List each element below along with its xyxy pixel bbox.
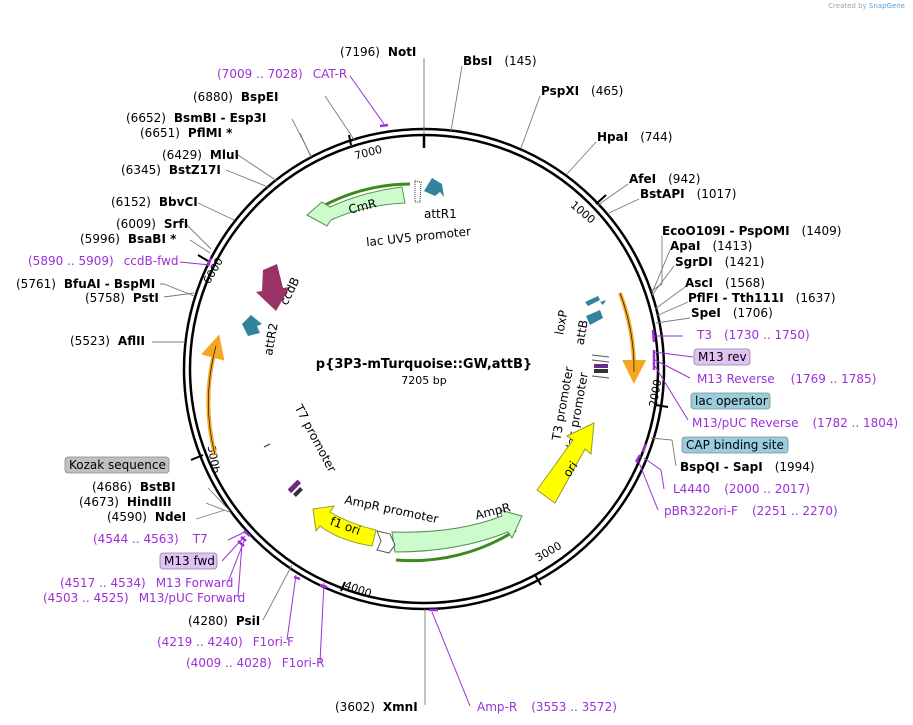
- enzyme-hindIII[interactable]: (4673)HindIII: [79, 495, 172, 509]
- enzyme-psiI[interactable]: (4280)PsiI: [188, 614, 260, 628]
- loxP-attB-feature[interactable]: loxP attB: [552, 296, 606, 346]
- tick-5000: 500b: [205, 445, 223, 475]
- attR1-label: attR1: [424, 207, 457, 221]
- primer-m13Reverse[interactable]: M13 Reverse(1769 .. 1785): [697, 372, 876, 386]
- enzyme-bspEI[interactable]: (6880)BspEI: [193, 90, 278, 104]
- enzyme-bstBI[interactable]: (4686)BstBI: [92, 480, 176, 494]
- enzyme-bbsI[interactable]: BbsI(145): [463, 54, 537, 68]
- enzyme-bstAPI[interactable]: BstAPI(1017): [640, 187, 736, 201]
- tick-2000: 2000: [647, 378, 665, 408]
- lacUV5-label: lac UV5 promoter: [365, 224, 471, 249]
- primer-m13Forward[interactable]: (4517 .. 4534)M13 Forward: [60, 576, 233, 590]
- enzyme-xmnI[interactable]: (3602)XmnI: [335, 700, 418, 714]
- primer-m13pucRev[interactable]: M13/pUC Reverse(1782 .. 1804): [692, 416, 898, 430]
- primer-labels: (7009 .. 7028)CAT-R (5890 .. 5909)ccdB-f…: [28, 67, 898, 714]
- cap-binding-site-label: CAP binding site: [686, 438, 784, 452]
- orange-feature-right-core: [619, 292, 635, 373]
- ccdB-feature[interactable]: ccdB: [256, 264, 302, 311]
- enzyme-afeI[interactable]: AfeI(942): [629, 172, 700, 186]
- snapgene-credit: Created by SnapGene: [828, 2, 905, 10]
- primer-f1oriF[interactable]: (4219 .. 4240)F1ori-F: [157, 635, 294, 649]
- enzyme-aflII[interactable]: (5523)AflII: [70, 334, 145, 348]
- enzyme-speI[interactable]: SpeI(1706): [691, 306, 773, 320]
- feature-lac-operator[interactable]: lac operator: [690, 392, 771, 410]
- enzyme-notI[interactable]: (7196)NotI: [340, 45, 416, 59]
- enzyme-mluI[interactable]: (6429)MluI: [162, 148, 239, 162]
- primer-m13fwd[interactable]: M13 fwd: [159, 552, 218, 570]
- leader-lines: [152, 58, 691, 705]
- primer-ccdBfwd[interactable]: (5890 .. 5909)ccdB-fwd: [28, 254, 179, 268]
- feature-kozak[interactable]: Kozak sequence: [64, 456, 170, 474]
- enzyme-pspXI[interactable]: PspXI(465): [541, 84, 623, 98]
- attR2-label: attR2: [261, 322, 280, 357]
- enzyme-sgrDI[interactable]: SgrDI(1421): [675, 255, 764, 269]
- cmR-feature[interactable]: CmR: [306, 182, 411, 227]
- attR2-feature[interactable]: attR2: [242, 315, 281, 357]
- enzyme-pflMI[interactable]: (6651)PflMI *: [140, 126, 233, 140]
- attB-label: attB: [573, 319, 591, 346]
- kozak-label: Kozak sequence: [69, 458, 166, 472]
- cmR-label: CmR: [347, 196, 378, 216]
- enzyme-pflFI[interactable]: PflFI - Tth111I(1637): [688, 291, 836, 305]
- enzyme-bspQI[interactable]: BspQI - SapI(1994): [680, 460, 815, 474]
- enzyme-bfuAI[interactable]: (5761)BfuAI - BspMI: [16, 277, 155, 291]
- loxP-label: loxP: [552, 309, 570, 336]
- primer-f1oriR[interactable]: (4009 .. 4028)F1ori-R: [186, 656, 325, 670]
- enzyme-hpaI[interactable]: HpaI(744): [597, 130, 672, 144]
- primer-leader-lines: [179, 75, 694, 707]
- primer-marks: [206, 123, 656, 612]
- primer-ampR[interactable]: Amp-R(3553 .. 3572): [477, 700, 617, 714]
- enzyme-bsmBI[interactable]: (6652)BsmBI - Esp3I: [126, 111, 266, 125]
- enzyme-labels: (7196)NotI BbsI(145) PspXI(465) HpaI(744…: [16, 45, 841, 714]
- enzyme-pstI[interactable]: (5758)PstI: [85, 291, 159, 305]
- tick-1000: 1000: [568, 198, 598, 226]
- snapgene-brand: SnapGene: [868, 2, 905, 10]
- enzyme-bbvCI[interactable]: (6152)BbvCI: [111, 195, 198, 209]
- primer-t3[interactable]: T3(1730 .. 1750): [696, 328, 810, 342]
- enzyme-eco0109I[interactable]: EcoO109I - PspOMI(1409): [662, 224, 841, 238]
- primer-l4440[interactable]: L4440(2000 .. 2017): [673, 482, 810, 496]
- plasmid-name: p{3P3-mTurquoise::GW,attB}: [316, 357, 532, 372]
- primer-t7[interactable]: (4544 .. 4563)T7: [93, 532, 208, 546]
- enzyme-bsaBI[interactable]: (5996)BsaBI *: [80, 232, 177, 246]
- m13rev-label: M13 rev: [698, 350, 747, 364]
- primer-pbr322ori[interactable]: pBR322ori-F(2251 .. 2270): [664, 504, 838, 518]
- primer-m13pucFwd[interactable]: (4503 .. 4525)M13/pUC Forward: [43, 591, 245, 605]
- primer-catR[interactable]: (7009 .. 7028)CAT-R: [217, 67, 347, 81]
- feature-cap-binding-site[interactable]: CAP binding site: [681, 436, 789, 454]
- t7promoter-label: T7 promoter: [291, 401, 339, 474]
- plasmid-size: 7205 bp: [401, 374, 446, 387]
- credit-prefix: Created by: [828, 2, 867, 10]
- attR1-feature[interactable]: attR1 lac UV5 promoter: [365, 178, 472, 249]
- enzyme-srfI[interactable]: (6009)SrfI: [116, 217, 188, 231]
- enzyme-ndeI[interactable]: (4590)NdeI: [107, 510, 186, 524]
- ampR-feature[interactable]: AmpR AmpR promoter: [343, 493, 523, 563]
- t7promoter-feature: T7 promoter: [263, 401, 339, 497]
- primer-m13rev[interactable]: M13 rev: [693, 348, 751, 366]
- enzyme-apaI[interactable]: ApaI(1413): [670, 239, 752, 253]
- enzyme-ascI[interactable]: AscI(1568): [685, 276, 765, 290]
- orange-feature-left-core: [208, 345, 217, 456]
- m13fwd-label: M13 fwd: [164, 554, 215, 568]
- f1ori-feature[interactable]: f1 ori: [312, 505, 377, 547]
- orange-feature-right[interactable]: [618, 292, 647, 384]
- enzyme-bstZ17I[interactable]: (6345)BstZ17I: [121, 163, 221, 177]
- lac-operator-label: lac operator: [695, 394, 768, 408]
- ampRpromoter-label: AmpR promoter: [343, 493, 439, 527]
